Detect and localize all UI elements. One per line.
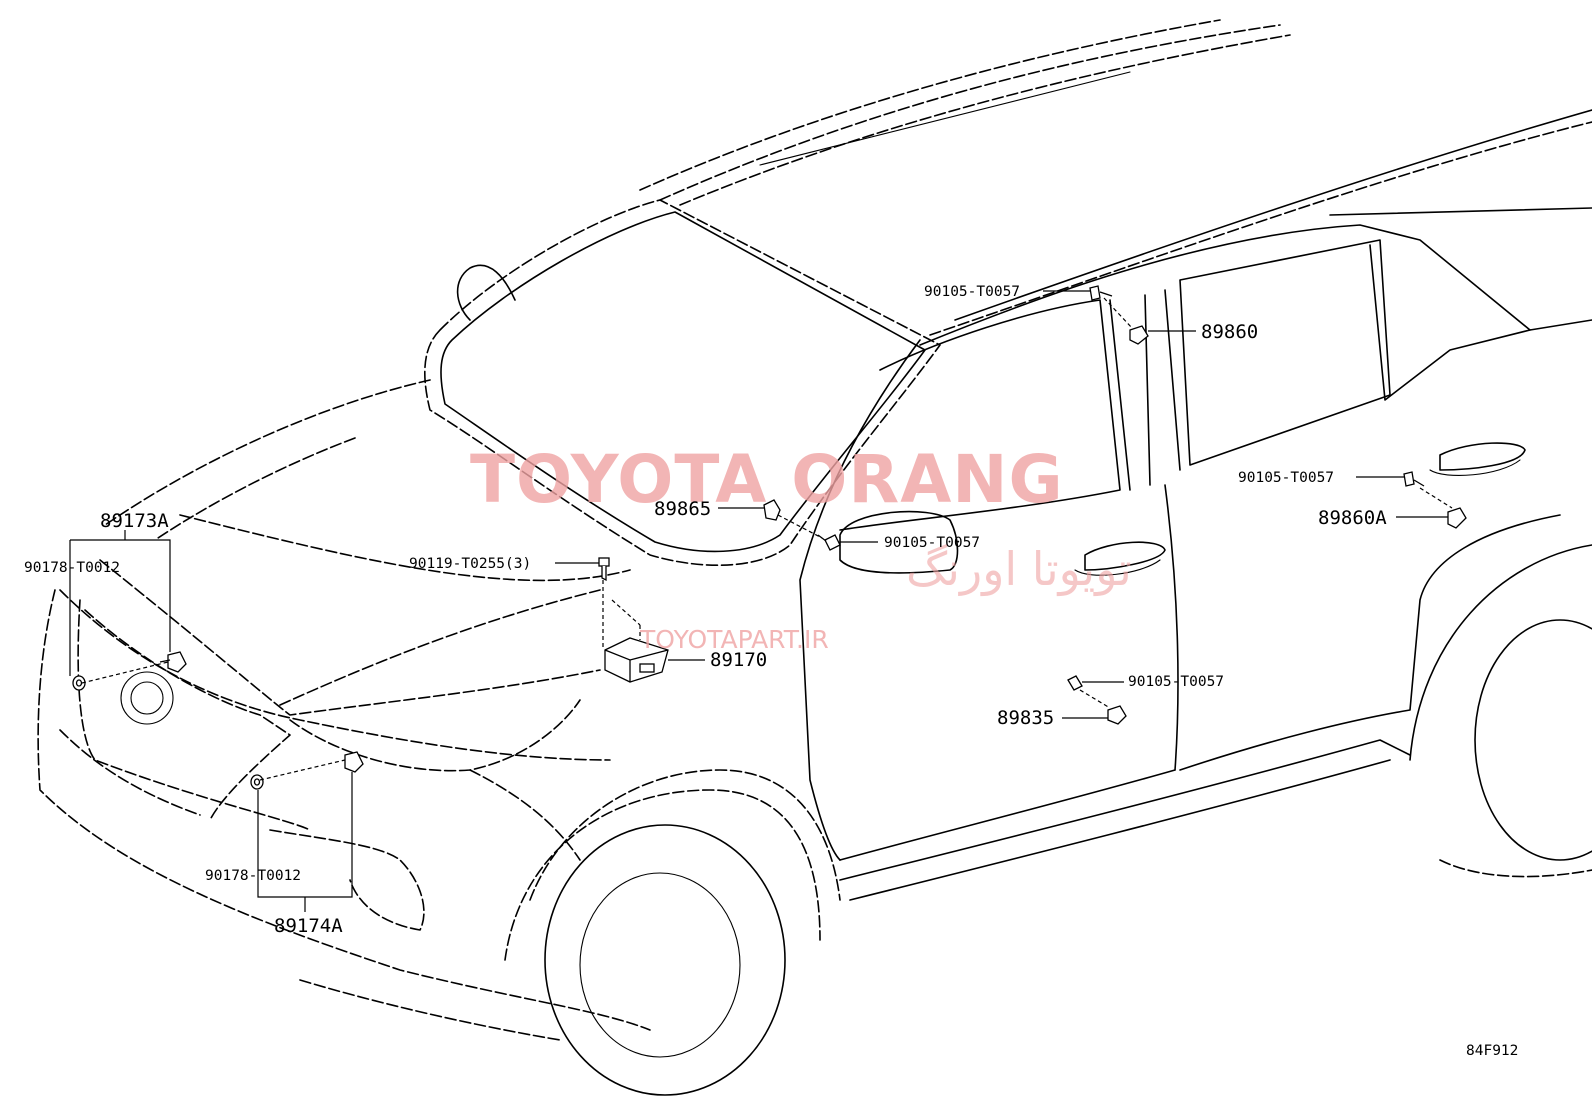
- callout-90105-sill: 90105-T0057: [1128, 674, 1224, 690]
- callout-90105-rear: 90105-T0057: [1238, 470, 1334, 486]
- bolt-90105-pillar-icon: [1089, 285, 1113, 301]
- callout-90105-pillar: 90105-T0057: [924, 284, 1020, 300]
- leader-lines: [69, 290, 1453, 912]
- sensor-89173A-icon: [159, 651, 187, 673]
- callout-89865: 89865: [654, 498, 711, 520]
- callout-89173A: 89173A: [100, 510, 169, 532]
- callout-89170: 89170: [710, 649, 767, 671]
- callout-90178-top: 90178-T0012: [24, 560, 120, 576]
- airbag-module-89170-icon: [604, 637, 669, 683]
- clip-90178-bottom-icon: [250, 774, 264, 790]
- vehicle-outline: [37, 19, 1592, 1096]
- sensor-89860-icon: [1129, 325, 1149, 345]
- callout-labels: 89173A 90178-T0012 90119-T0255(3) 89865 …: [24, 284, 1518, 1059]
- bolt-90105-sill-icon: [1067, 675, 1083, 691]
- clip-90178-top-icon: [72, 675, 86, 691]
- parts: [72, 285, 1467, 790]
- watermark: TOYOTA ORANG تویوتا اورنگ TOYOTAPART.IR: [470, 441, 1132, 654]
- callout-89860: 89860: [1201, 321, 1258, 343]
- diagram-code: 84F912: [1466, 1043, 1518, 1059]
- bolt-90105-rear-icon: [1403, 471, 1425, 487]
- callout-90119: 90119-T0255(3): [409, 556, 531, 572]
- bolt-90105-mirror-icon: [817, 534, 841, 551]
- callout-89174A: 89174A: [274, 915, 343, 937]
- sensor-89174A-icon: [344, 751, 364, 773]
- callout-90105-mirror: 90105-T0057: [884, 535, 980, 551]
- sensor-89860A-icon: [1447, 507, 1467, 529]
- watermark-persian: تویوتا اورنگ: [906, 542, 1132, 597]
- watermark-title: TOYOTA ORANG: [470, 441, 1064, 518]
- bolt-90119-icon: [598, 557, 610, 582]
- sensor-89835-icon: [1107, 705, 1127, 725]
- callout-90178-bottom: 90178-T0012: [205, 868, 301, 884]
- callout-89835: 89835: [997, 707, 1054, 729]
- callout-89860A: 89860A: [1318, 507, 1387, 529]
- watermark-url: TOYOTAPART.IR: [639, 625, 829, 654]
